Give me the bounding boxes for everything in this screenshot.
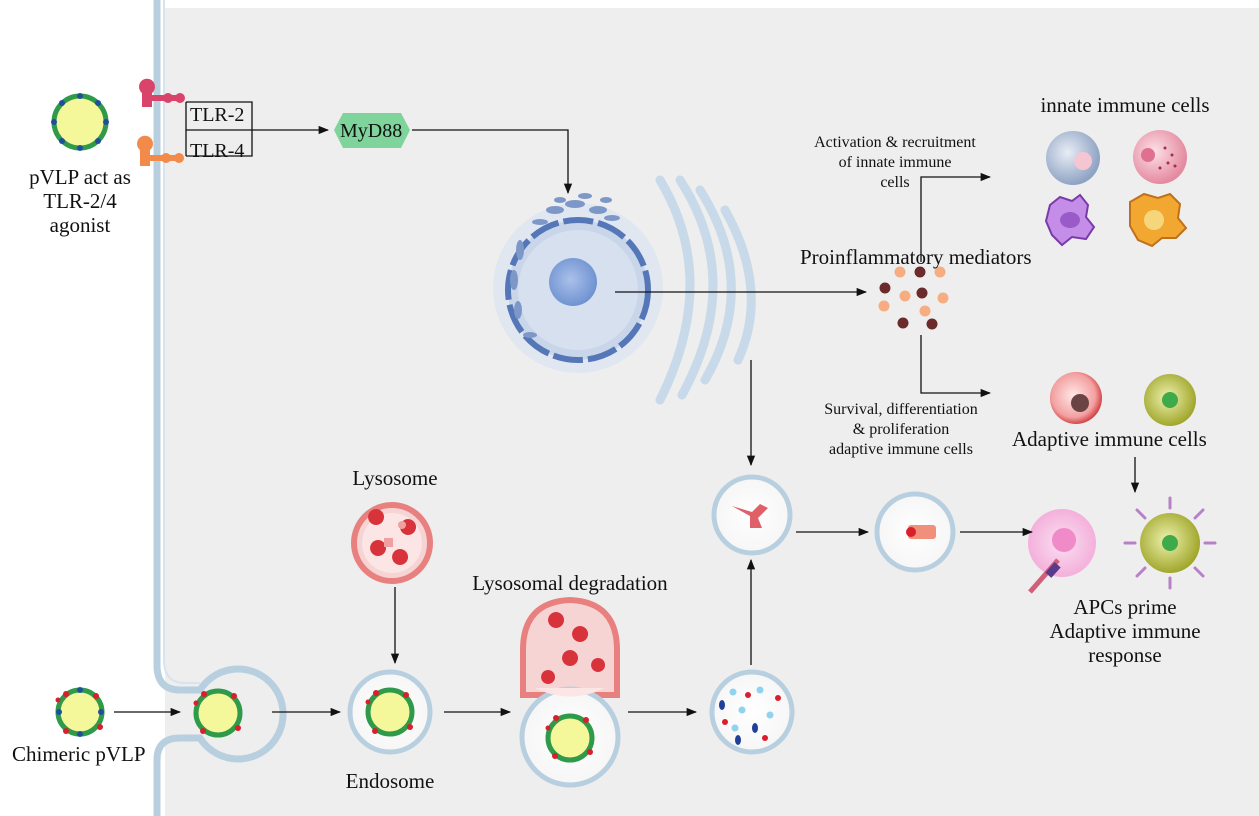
vesicle-receptor-2 [874,491,956,573]
chimeric-pvlp-icon [55,687,105,737]
myd88-label: MyD88 [340,120,403,142]
endosome-label: Endosome [345,769,435,793]
plasma-membrane [153,0,287,816]
vesicle-receptor-1 [711,474,793,556]
survival-label-1: Survival, differentiation [824,401,978,418]
apcs-label-3: response [1088,643,1162,667]
tlr4-receptor-icon [137,135,184,166]
pvlp-agonist-label-3: agonist [49,213,111,237]
activation-label-2: of innate immune [838,154,952,171]
activation-label-1: Activation & recruitment [814,134,976,151]
pvlp-agonist-label-2: TLR-2/4 [43,189,117,213]
chimeric-pvlp-label: Chimeric pVLP [12,742,146,766]
myd88-shape [334,113,410,148]
proinflammatory-mediators-icon [878,266,949,330]
apcs-label-2: Adaptive immune [1049,619,1201,643]
survival-label-3: adaptive immune cells [829,441,973,458]
survival-label-2: & proliferation [852,421,950,438]
peptide-vesicle-icon [709,669,795,755]
vlp-in-membrane [193,688,243,738]
lysosome-icon [351,502,433,584]
lysosomal-degradation-icon [519,596,621,788]
endosome-icon [347,669,433,755]
tlr2-receptor-icon [139,78,185,107]
tlr2-label: TLR-2 [190,104,245,126]
proinflammatory-label: Proinflammatory mediators [800,245,1032,269]
activation-label-3: cells [880,174,910,191]
tlr4-label: TLR-4 [190,140,245,162]
innate-immune-cells-label: innate immune cells [1040,93,1210,117]
cell-cytoplasm [165,8,1259,816]
adaptive-immune-cells-label: Adaptive immune cells [1012,427,1207,451]
apcs-label-1: APCs prime [1073,595,1177,619]
adaptive-immune-cells-icon [1050,372,1196,426]
pvlp-agonist-icon [51,93,109,151]
innate-immune-cells-icon [1044,130,1188,248]
lysosomal-degradation-label: Lysosomal degradation [472,571,668,595]
nucleus-er-golgi [493,175,756,405]
pvlp-agonist-label-1: pVLP act as [29,165,131,189]
lysosome-label: Lysosome [352,466,438,490]
apc-interaction-icon [1028,496,1217,594]
